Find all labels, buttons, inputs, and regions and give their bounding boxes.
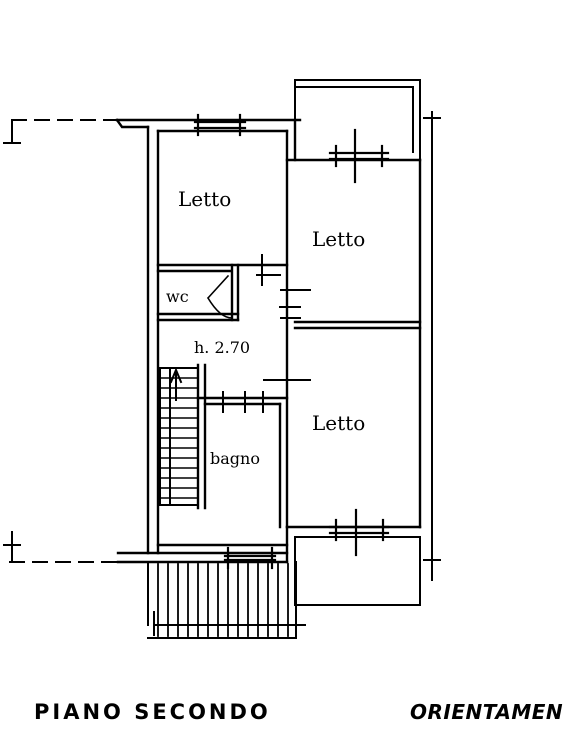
staircase <box>157 367 199 506</box>
outer-walls <box>115 118 422 564</box>
orientation-caption: ORIENTAMEN <box>410 700 564 724</box>
doors <box>206 254 311 413</box>
stair-arrow <box>169 367 183 401</box>
room-label-letto-top-left: Letto <box>178 187 231 211</box>
room-label-wc: wc <box>166 287 189 306</box>
neighbour-marks <box>3 119 21 563</box>
external-stairs-marks <box>153 611 306 636</box>
external-stairs <box>147 561 297 639</box>
lower-balcony <box>294 536 421 606</box>
room-label-bagno: bagno <box>210 449 260 468</box>
room-label-letto-top-right: Letto <box>312 227 365 251</box>
upper-balcony <box>294 79 421 161</box>
right-facade <box>423 111 441 581</box>
neighbour-dashed-outline <box>9 119 121 563</box>
room-label-letto-bottom-right: Letto <box>312 411 365 435</box>
height-label: h. 2.70 <box>194 338 250 357</box>
floor-caption: PIANO SECONDO <box>34 700 271 724</box>
windows <box>193 113 390 570</box>
external-stair-treads <box>157 563 289 637</box>
stair-treads <box>159 377 199 499</box>
floor-plan: Letto Letto Letto wc bagno h. 2.70 <box>3 79 441 639</box>
internal-walls <box>156 263 422 529</box>
